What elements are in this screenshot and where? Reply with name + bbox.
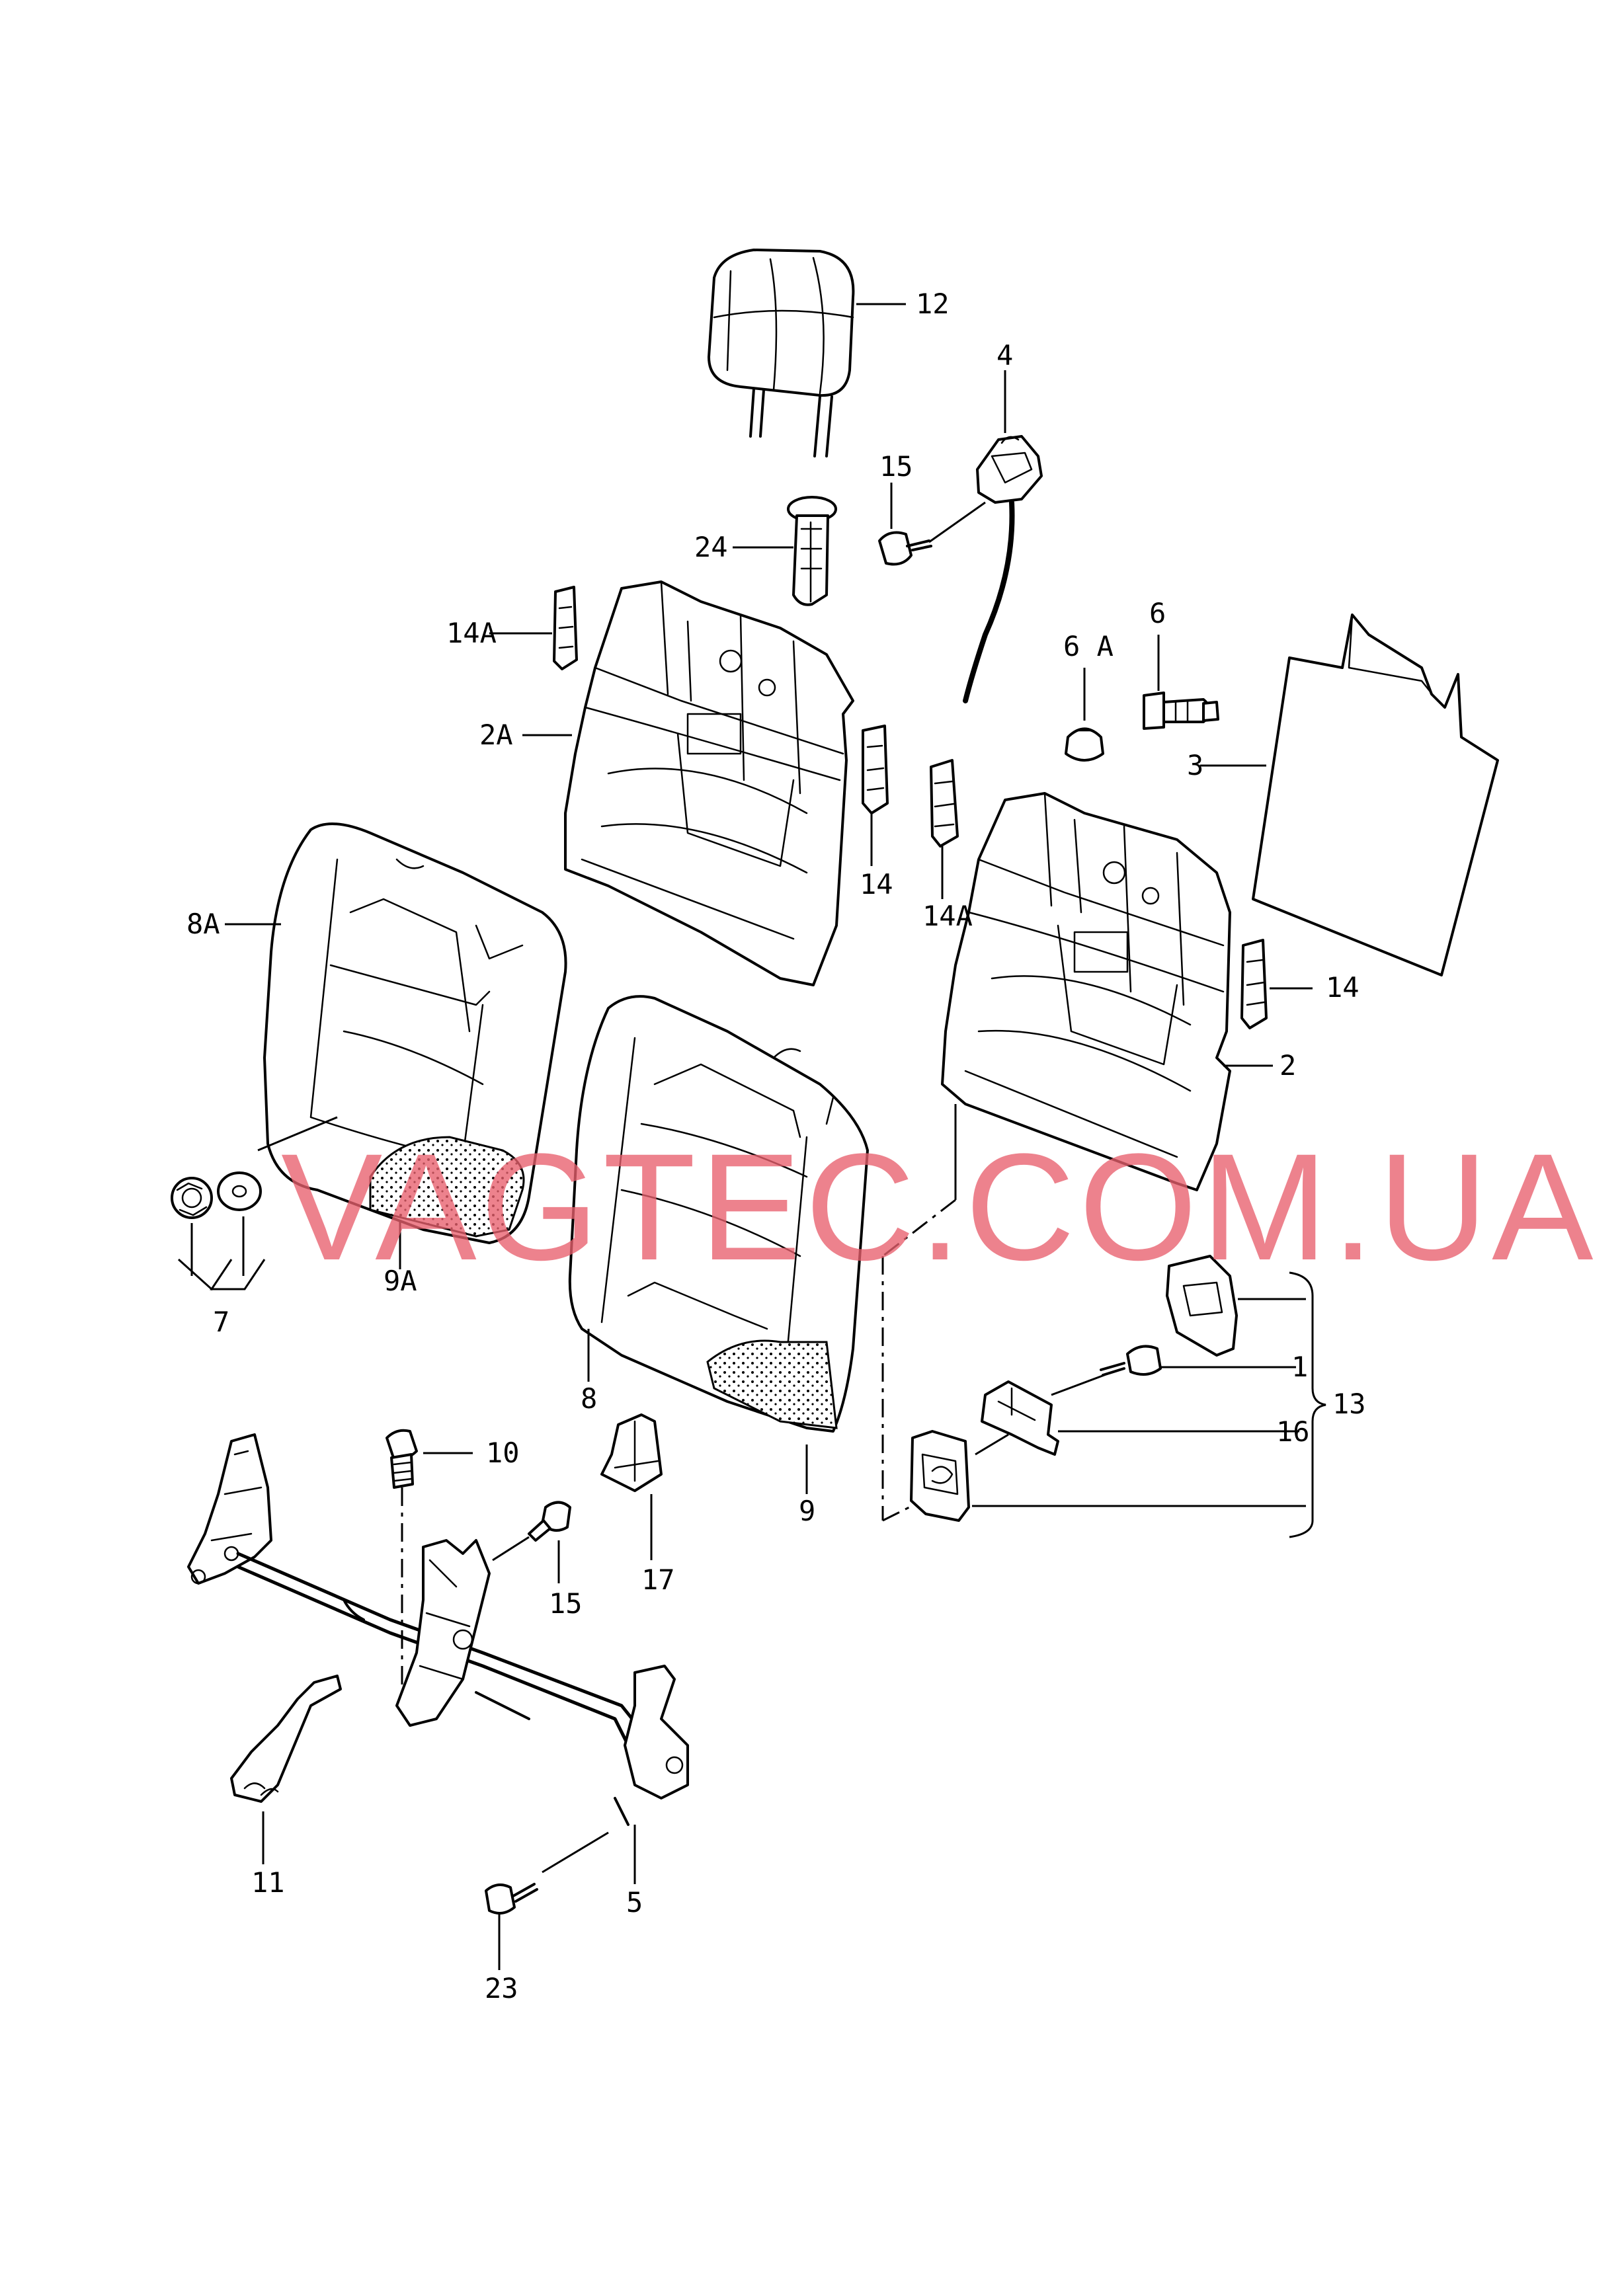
seat-hinge-frame [187,1433,689,1826]
seat-cover-8a [263,822,567,1244]
callout-9: 9 [799,1495,815,1527]
bracket-14a-top [553,586,578,670]
callout-1: 1 [1291,1351,1308,1383]
callout-2: 2 [1279,1049,1296,1082]
callout-6: 6 [1149,597,1166,629]
bracket-16 [981,1380,1059,1456]
callout-14-right: 14 [1326,971,1360,1004]
rear-panel-3 [1252,614,1499,976]
release-handle-4 [963,435,1043,703]
callout-7: 7 [213,1306,229,1338]
fastener-6 [1143,692,1219,730]
callout-11: 11 [251,1866,285,1899]
backrest-frame-2a [564,580,854,986]
callout-23: 23 [485,1972,518,2004]
latch-housing-13 [910,1430,970,1522]
callout-4: 4 [996,339,1013,372]
dash-2 [882,1199,956,1257]
bracket-14-mid [862,725,889,814]
callout-12: 12 [916,288,950,320]
callout-10: 10 [486,1437,520,1469]
leader-5-to-23 [542,1831,609,1874]
screw-15-top [878,531,932,566]
bolt-10 [386,1429,418,1489]
watermark-text: VAGTEC.COM.UA [281,1122,1598,1292]
callout-14-mid: 14 [860,868,893,900]
leader-15-top-to-4 [928,501,986,543]
callout-6a: 6 A [1063,630,1114,662]
leader-15-to-frame [492,1536,530,1562]
bracket-14-right [1240,939,1268,1029]
leader-8a-clip [257,1116,338,1152]
backrest-frame-2 [941,792,1231,1191]
callout-24: 24 [694,531,728,563]
brace-13 [1289,1271,1326,1538]
callout-labels: 12 4 15 24 14A 2A 14 14A 6 A 6 3 8A 14 2… [186,288,1366,2004]
dash-2c [882,1506,910,1522]
leader-16-to-latch [975,1433,1009,1456]
callout-8: 8 [581,1382,597,1415]
callout-2a: 2A [479,719,513,751]
bracket-14a-mid [930,759,959,848]
screw-23 [485,1883,538,1915]
clip-17 [600,1413,663,1492]
callout-9a: 9A [384,1265,417,1297]
screw-1 [1100,1345,1162,1376]
callout-3: 3 [1187,749,1203,781]
callout-13: 13 [1332,1388,1366,1420]
seat-cover-8 [568,995,869,1433]
callout-16: 16 [1276,1415,1310,1448]
clip-6a [1065,727,1104,762]
leader-7 [177,1216,266,1291]
hinge-cover-11 [230,1675,342,1803]
callout-15-top: 15 [879,450,913,483]
guide-sleeve-24 [787,496,837,606]
nut-washer-7 [171,1171,262,1219]
callout-15-bottom: 15 [549,1587,583,1620]
callout-5: 5 [626,1886,643,1919]
callout-14a-mid: 14A [922,900,973,932]
headrest-12 [708,249,855,457]
screw-15-bottom [528,1501,571,1542]
trim-cover-13 [1166,1255,1238,1357]
callout-8a: 8A [186,908,220,940]
callout-14a-top: 14A [446,617,497,649]
leader-1-to-16 [1051,1374,1105,1396]
callout-17: 17 [641,1564,675,1596]
